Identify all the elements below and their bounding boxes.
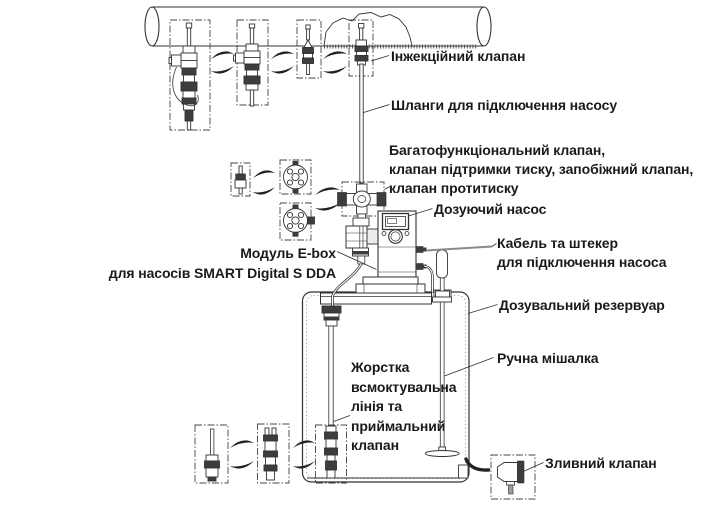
label-dosing-pump: Дозуючий насос [434,201,547,217]
label-mixer: Ручна мішалка [497,350,599,366]
tank-lid-platform [320,292,432,305]
multifunction-valve-option-b-icon [283,204,315,237]
label-cable-line2: для підключення насоса [497,253,667,270]
label-drain-valve: Зливний клапан [545,455,657,471]
label-multifunction-line2: клапан підтримки тиску, запобіжний клапа… [389,161,694,177]
drain-arrow [464,457,491,472]
drain-valve-icon [490,454,536,500]
swap-arrows-mid [253,170,340,211]
swap-arrows-top [211,51,347,74]
label-suction-line5: клапан [351,437,399,454]
multifunction-valve-icon [337,181,387,220]
suction-option1-icon [204,428,220,482]
label-multifunction-valve: Багатофункціональний клапан, клапан підт… [389,141,693,198]
suction-option-boxes [194,423,290,484]
label-multifunction-line3: клапан протитиску [389,180,519,196]
label-suction-line: Жорстка всмоктувальна лінія та приймальн… [351,358,457,456]
label-ebox-line2: для насосів SMART Digital S DDA [108,265,336,281]
valve-option3-icon [302,24,314,75]
valve-option1-icon [168,22,199,131]
multifunction-valve-option-a-icon [283,161,308,194]
label-reservoir: Дозувальний резервуар [499,297,665,313]
label-cable: Кабель та штекер для підключення насоса [497,234,666,271]
label-ebox-module: Модуль E-box для насосів SMART Digital S… [90,243,336,283]
mixer-icon [424,249,460,457]
label-injection-valve: Інжекційний клапан [391,48,526,64]
fitting-option-boxes [230,159,312,241]
swap-arrows-bottom [230,440,315,469]
leader-lines [333,55,544,473]
pipe-icon [144,6,492,47]
label-suction-line2: всмоктувальна [351,378,457,395]
label-ebox-line1: Модуль E-box [240,245,336,261]
drain-outlet [458,464,469,479]
label-suction-line4: приймальний [351,417,446,434]
suction-hose [331,263,363,306]
label-hoses: Шланги для підключення насосу [391,97,618,113]
valve-option2-icon [233,23,261,107]
dosing-pump-icon [345,210,434,294]
hose-line [359,63,364,184]
straight-connector-icon [234,165,247,195]
suction-option2-icon [263,427,278,481]
injection-valve-icon [354,23,369,66]
foot-valve-icon [315,424,347,484]
label-suction-line1: Жорстка [351,359,410,375]
pipe-cutaway-icon [323,12,477,49]
label-suction-line3: лінія та [351,398,403,415]
label-cable-line1: Кабель та штекер [497,235,618,251]
label-multifunction-line1: Багатофункціональний клапан, [389,142,605,158]
